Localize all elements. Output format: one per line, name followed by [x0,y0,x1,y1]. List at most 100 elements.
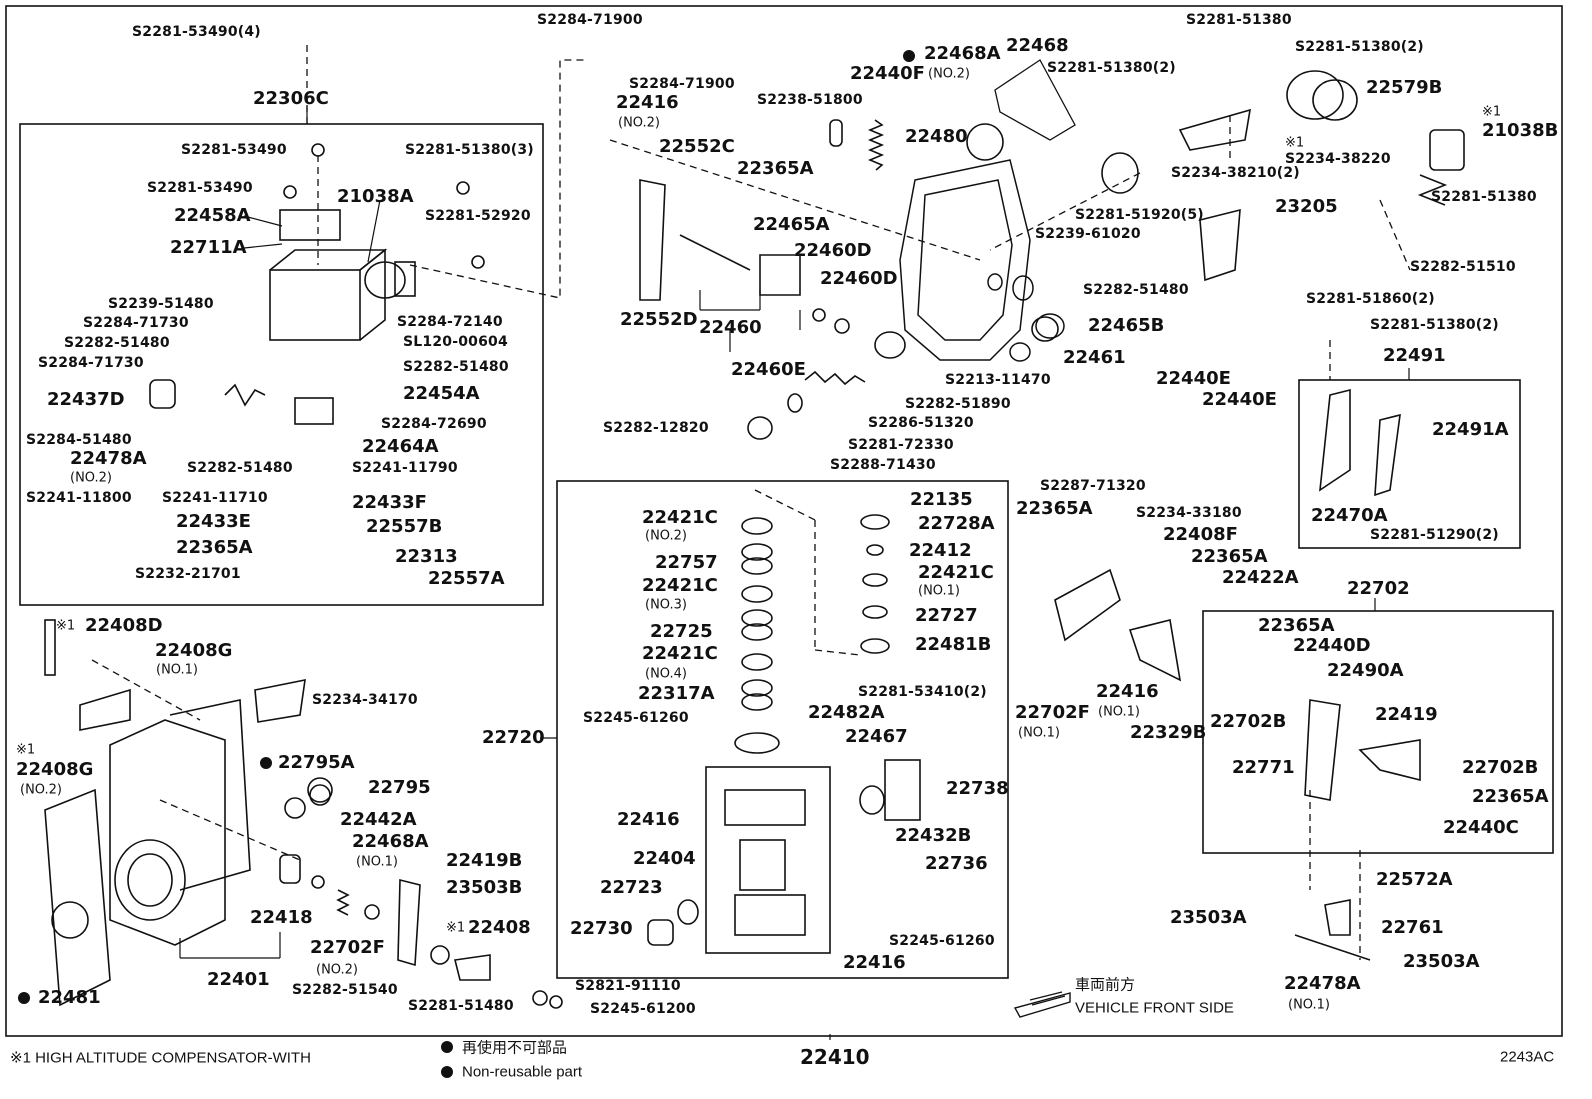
part-label: 22432B [895,825,972,846]
sub-label: (NO.2) [316,962,358,978]
part-label: S2284-71900 [629,76,735,92]
part-label: 22468A [352,831,429,852]
part-label: S2238-51800 [757,92,863,108]
part-label: SL120-00604 [403,334,508,350]
part-label: 22461 [1063,347,1126,368]
part-label: 22478A [1284,973,1361,994]
part-label: S2234-38210(2) [1171,165,1300,181]
part-label: 22481B [915,634,992,655]
part-label: 22421C [642,575,718,596]
part-label: S2241-11790 [352,460,458,476]
part-label: 22478A [70,448,147,469]
part-label: 22465A [753,214,830,235]
part-label: S2281-51380(3) [405,142,534,158]
part-label: 22557B [366,516,443,537]
part-label: 23503B [446,877,523,898]
sub-label: (NO.2) [645,528,687,544]
part-label: S2213-11470 [945,372,1051,388]
part-label: S2281-51380 [1186,12,1292,28]
bottom-main-part: 22410 [800,1045,870,1069]
part-label: 22440D [1293,635,1371,656]
part-label: S2245-61260 [889,933,995,949]
part-label: S2241-11710 [162,490,268,506]
part-label: S2281-53490(4) [132,24,261,40]
part-label: 22491A [1432,419,1509,440]
box-label: 22306C [253,88,329,109]
box-label: 22702 [1347,578,1410,599]
part-label: S2281-53490 [147,180,253,196]
part-label: 21038B [1482,120,1559,141]
part-label: 22365A [1191,546,1268,567]
part-label: 22408F [1163,524,1238,545]
part-label: S2281-51380(2) [1295,39,1424,55]
outer-frame [5,5,1563,1037]
part-label: 22416 [617,809,680,830]
part-label: 23205 [1275,196,1338,217]
part-label: 22458A [174,205,251,226]
box-label: 22491 [1383,345,1446,366]
part-label: 22468A [924,43,1001,64]
part-label: 22408G [16,759,94,780]
part-label: 22470A [1311,505,1388,526]
sub-label: (NO.2) [928,66,970,82]
part-label: 22365A [1258,615,1335,636]
part-label: S2232-21701 [135,566,241,582]
part-label: 22795A [278,752,355,773]
legend-jp: 再使用不可部品 [462,1039,568,1057]
part-label: S2282-51480 [403,359,509,375]
part-label: 22468 [1006,35,1069,56]
part-label: 22480 [905,126,968,147]
sub-label: (NO.4) [645,666,687,682]
box-22702 [1202,610,1554,854]
part-label: 22416 [1096,681,1159,702]
part-label: 22557A [428,568,505,589]
part-label: S2284-72690 [381,416,487,432]
diagram-code: 2243AC [1500,1048,1555,1066]
part-label: 22579B [1366,77,1443,98]
part-label: 22421C [642,643,718,664]
part-label: 22408G [155,640,233,661]
part-label: 22408 [468,917,531,938]
part-label: 22454A [403,383,480,404]
part-label: 22467 [845,726,908,747]
part-label: S2281-52920 [425,208,531,224]
footnote: ※1 HIGH ALTITUDE COMPENSATOR-WITH [10,1049,311,1067]
part-label: 22433E [176,511,251,532]
part-label: S2286-51320 [868,415,974,431]
box-22720 [556,480,1009,979]
sub-label: (NO.1) [356,854,398,870]
part-label: S2245-61260 [583,710,689,726]
part-label: 22482A [808,702,885,723]
part-label: S2284-72140 [397,314,503,330]
part-label: 21038A [337,186,414,207]
part-label: S2281-51380 [1431,189,1537,205]
part-label: S2282-51540 [292,982,398,998]
part-label: S2239-51480 [108,296,214,312]
part-label: S2282-12820 [603,420,709,436]
part-label: S2245-61200 [590,1001,696,1017]
part-label: 22727 [915,605,978,626]
part-label: 22433F [352,492,427,513]
part-label: S2281-51380(2) [1370,317,1499,333]
front-label-en: VEHICLE FRONT SIDE [1075,999,1234,1017]
part-label: 22702B [1210,711,1287,732]
part-label: 22702F [310,937,385,958]
gasket [994,59,1076,141]
part-label: 22572A [1376,869,1453,890]
part-label: 22422A [1222,567,1299,588]
pump-housing [899,159,1065,362]
part-label: S2234-34170 [312,692,418,708]
front-label-jp: 車両前方 [1075,976,1136,994]
part-label: 22440E [1156,368,1231,389]
part-label: S2281-53410(2) [858,684,987,700]
sub-label: (NO.2) [20,782,62,798]
note-mark: ※1 [16,742,36,758]
part-label: 22552D [620,309,698,330]
part-label: 22730 [570,918,633,939]
note-mark: ※1 [1482,104,1502,120]
part-label: 22135 [910,489,973,510]
part-label: S2281-51860(2) [1306,291,1435,307]
part-label: 22728A [918,513,995,534]
part-label: 22490A [1327,660,1404,681]
